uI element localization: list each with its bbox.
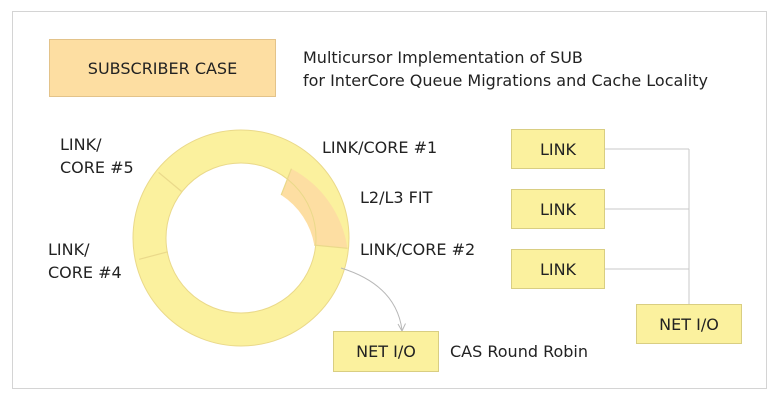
segment-label-line: LINK/ <box>60 135 102 154</box>
segment-label-link-core-1: LINK/CORE #1 <box>322 138 438 157</box>
diagram-frame <box>12 11 767 389</box>
diagram-title: Multicursor Implementation of SUB for In… <box>303 46 708 92</box>
segment-label-link-core-4: LINK/ CORE #4 <box>48 238 122 284</box>
title-line-1: Multicursor Implementation of SUB <box>303 48 583 67</box>
segment-label-line: CORE #5 <box>60 158 134 177</box>
ring-inner-edge <box>165 162 317 314</box>
ring-divider <box>280 168 292 196</box>
net-io-box-left: NET I/O <box>333 331 439 372</box>
core-ring <box>133 130 349 346</box>
segment-label-l2-l3-fit: L2/L3 FIT <box>360 188 433 207</box>
segment-label-line: LINK/ <box>48 240 90 259</box>
ring-to-net-connector <box>340 267 403 331</box>
ring-divider <box>139 251 168 260</box>
link-box-3: LINK <box>511 249 605 289</box>
ring-outer-edge <box>132 129 350 347</box>
ring-divider <box>314 244 348 249</box>
ring-divider <box>158 171 182 192</box>
net-io-box-right: NET I/O <box>636 304 742 344</box>
subscriber-case-box: SUBSCRIBER CASE <box>49 39 276 97</box>
link-box-1: LINK <box>511 129 605 169</box>
title-line-2: for InterCore Queue Migrations and Cache… <box>303 71 708 90</box>
cas-round-robin-caption: CAS Round Robin <box>450 342 588 361</box>
segment-label-line: CORE #4 <box>48 263 122 282</box>
link-box-2: LINK <box>511 189 605 229</box>
segment-label-link-core-5: LINK/ CORE #5 <box>60 133 134 179</box>
segment-label-link-core-2: LINK/CORE #2 <box>360 240 476 259</box>
